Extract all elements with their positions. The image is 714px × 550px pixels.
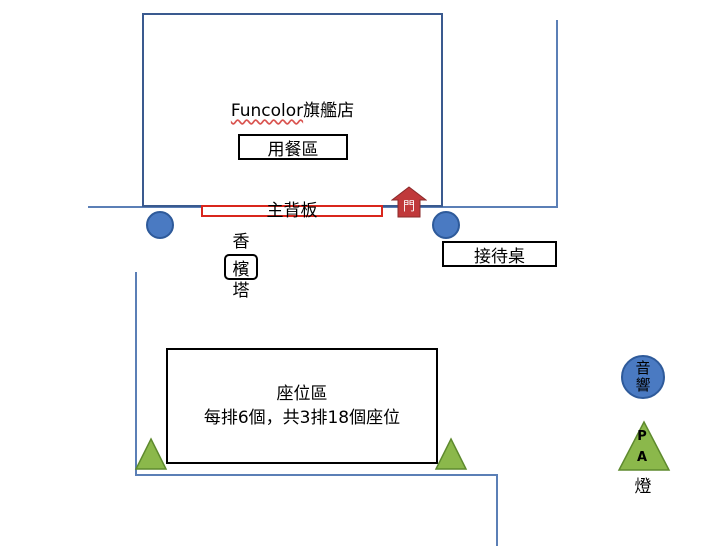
bottom-right-line xyxy=(496,474,498,546)
door-label: 門 xyxy=(402,199,415,213)
pillar-left xyxy=(146,211,174,239)
store-name-zh: 旗艦店 xyxy=(303,101,355,121)
pillar-right xyxy=(432,211,460,239)
right-wall-line xyxy=(556,20,558,208)
store-name: Funcolor旗艦店 xyxy=(142,96,443,121)
light-triangle-left xyxy=(134,437,168,470)
speaker-char1: 音 xyxy=(635,359,651,377)
pa-light-label: 燈 xyxy=(634,477,652,497)
pa-light-p: P xyxy=(637,429,647,444)
pa-light-triangle xyxy=(617,420,671,471)
seating-area: 座位區 每排6個，共3排18個座位 xyxy=(166,348,438,464)
main-backdrop-label: 主背板 xyxy=(266,201,318,221)
speaker-char2: 響 xyxy=(635,376,651,394)
speaker: 音 響 xyxy=(621,355,665,399)
dining-area: 用餐區 xyxy=(238,134,348,160)
left-corridor-line xyxy=(135,272,137,474)
reception-desk: 接待桌 xyxy=(442,241,557,267)
main-backdrop xyxy=(201,205,383,217)
light-triangle-right xyxy=(434,437,468,470)
seating-detail: 每排6個，共3排18個座位 xyxy=(203,408,401,428)
door-icon xyxy=(391,186,427,218)
bottom-corridor-line xyxy=(135,474,498,476)
champagne-tower-box: 檳 xyxy=(224,254,258,280)
champagne-tower-char1: 香 xyxy=(232,232,250,252)
store-name-en: Funcolor xyxy=(230,101,304,121)
champagne-tower-char3: 塔 xyxy=(232,281,250,301)
seating-title: 座位區 xyxy=(276,384,328,404)
pa-light-a: A xyxy=(636,450,648,465)
